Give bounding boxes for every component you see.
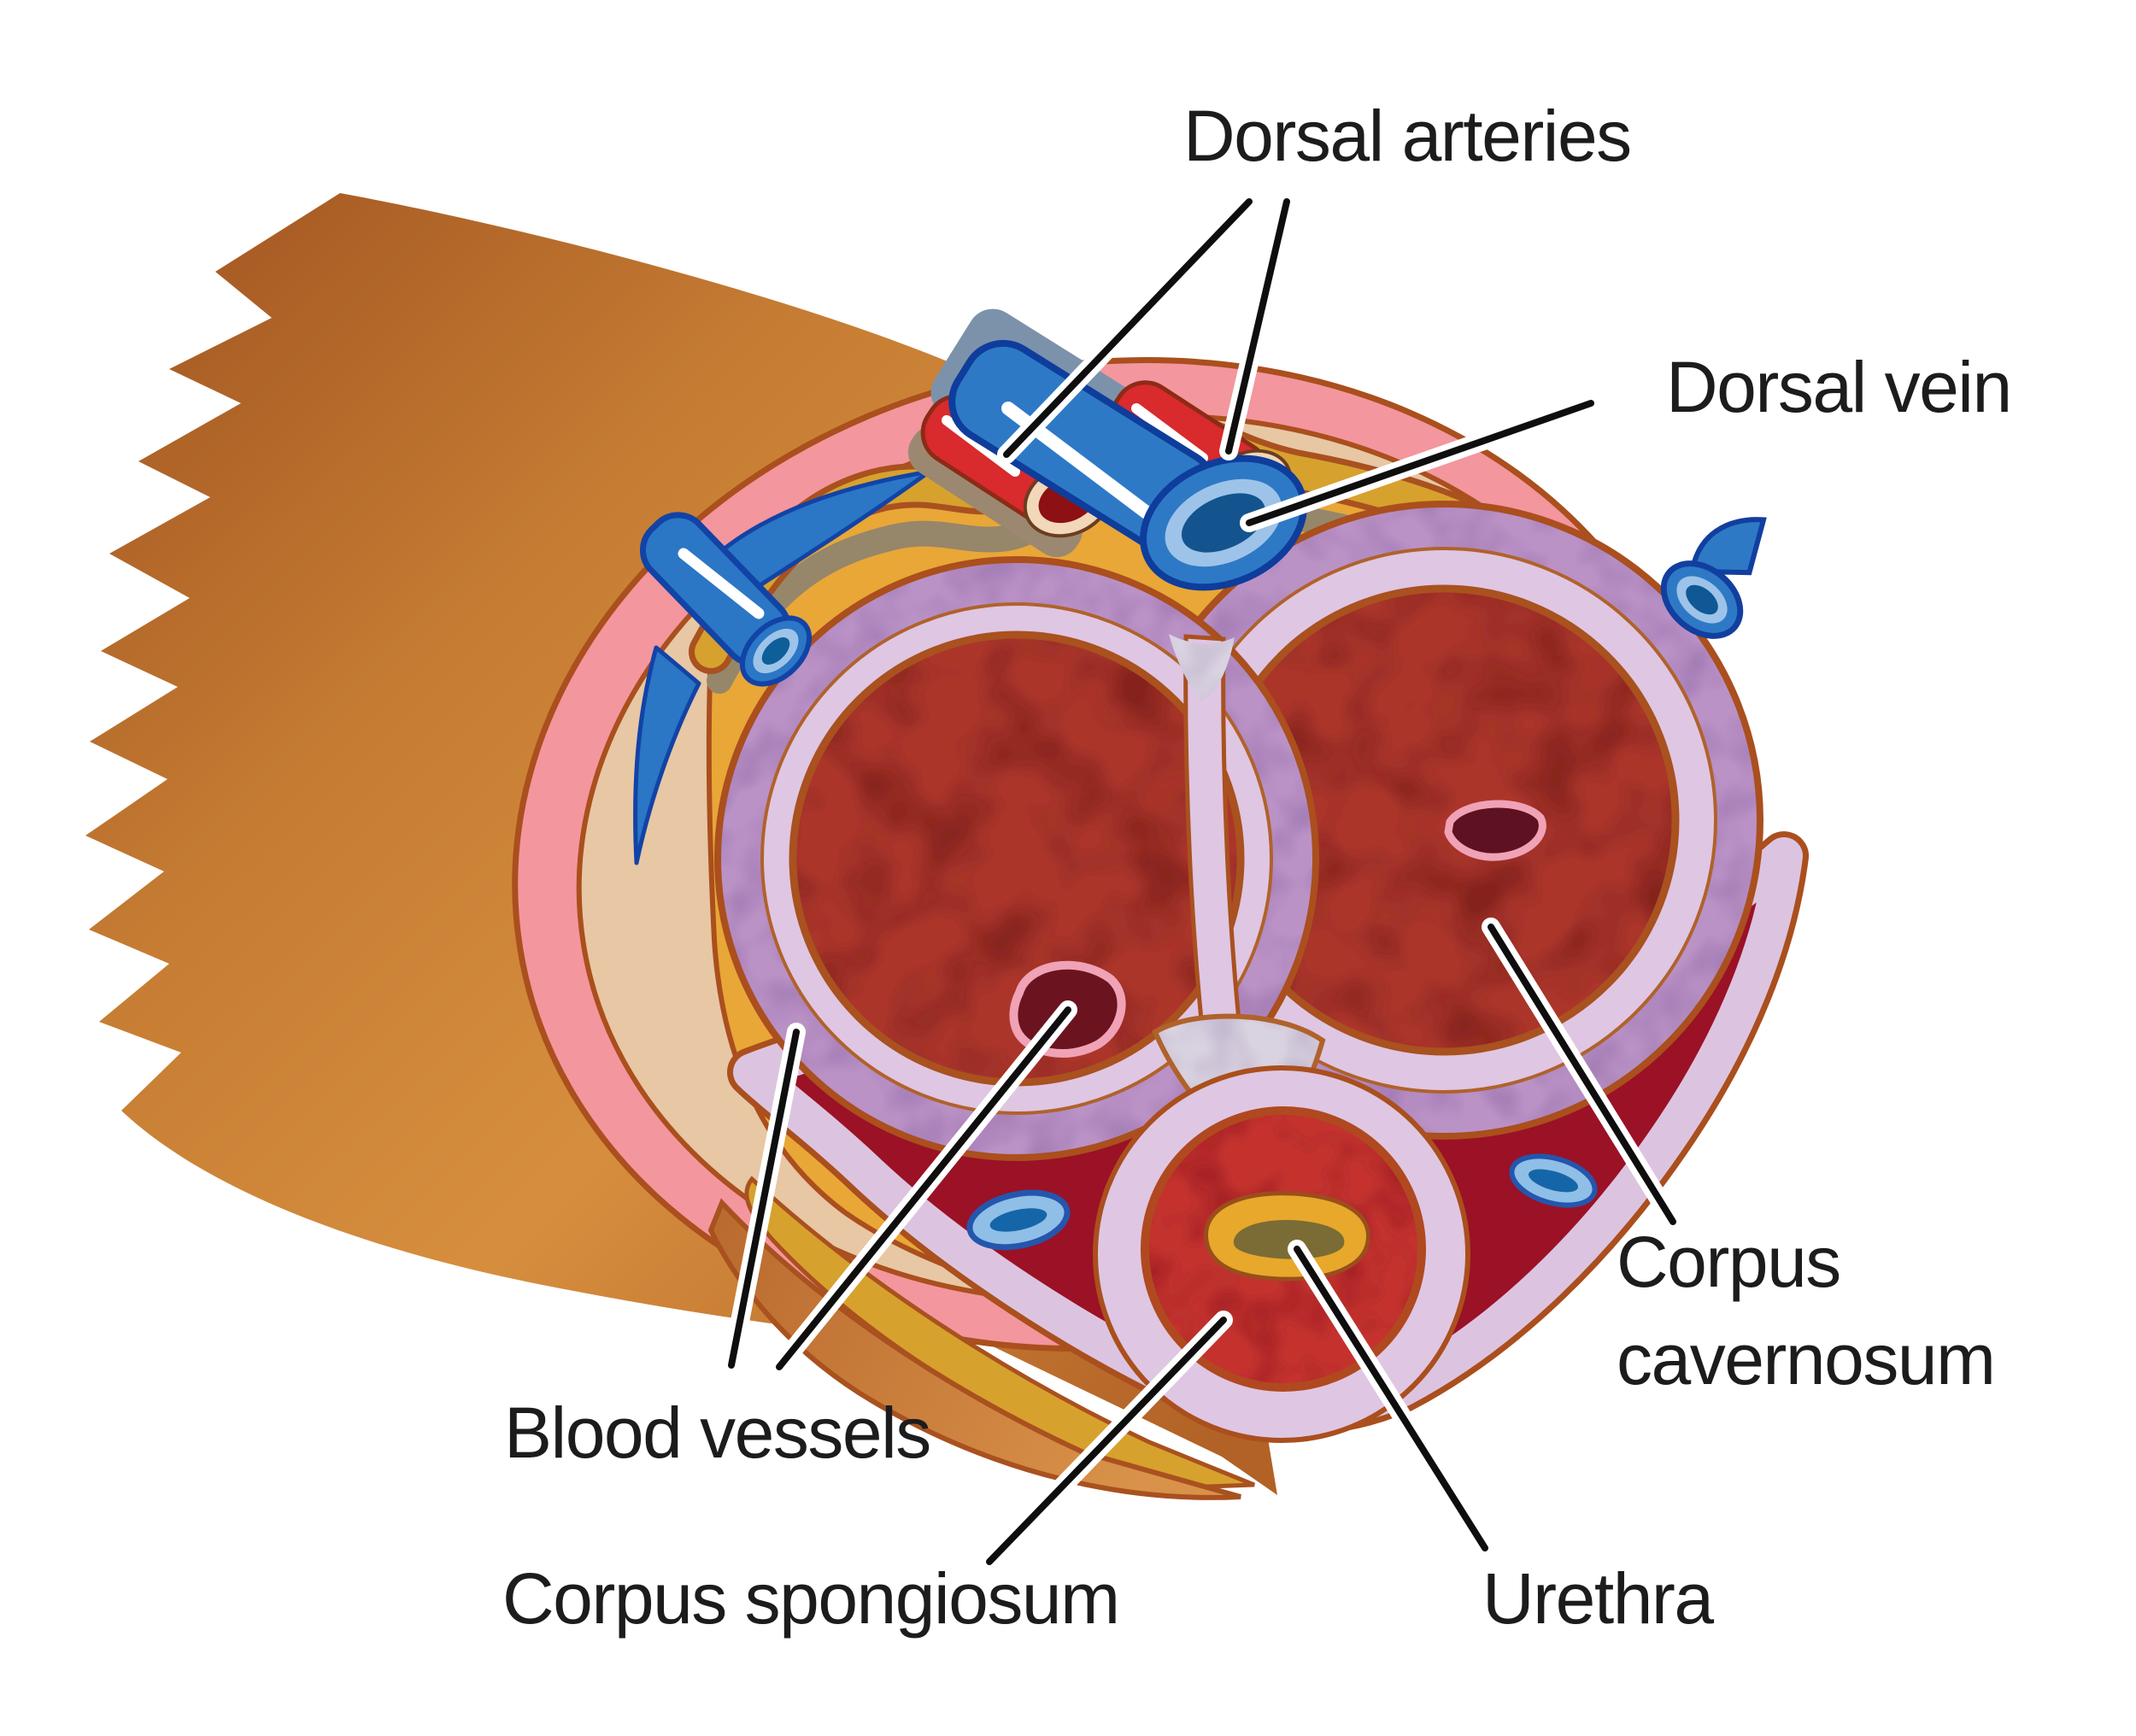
small-vein-left-lumen [989,1208,1047,1232]
small-vein-right-lumen [1529,1169,1578,1193]
label-corpus-spongiosum: Corpus spongiosum [502,1558,1119,1639]
dorsal-vein-cut-lumen [1181,493,1266,553]
branched-vein-highlight [678,548,765,619]
circumflex-vein-lumen [1686,584,1718,615]
leader-blood-vessels-left [728,1029,800,1369]
label-corpus-cavernosum-line2: cavernosum [1617,1319,1995,1399]
label-corpus-cavernosum-line1: Corpus [1617,1222,1840,1302]
branched-vein-cut-lumen [761,637,790,665]
circumflex-vein-right-edge [1660,517,1767,639]
dorsal-artery-right-highlight [1131,403,1208,463]
corpus-cavernosum-left [793,635,1241,1082]
leader-dorsal-artery-right [1225,198,1290,455]
branched-vein-left [633,469,932,865]
small-vein-right [1509,1153,1598,1208]
label-dorsal-vein: Dorsal vein [1666,347,2011,427]
dorsal-vein [948,339,1307,591]
urethra-lumen [1233,1220,1345,1259]
corpus-cavernosum-right [1212,589,1675,1052]
label-blood-vessels: Blood vessels [504,1393,930,1473]
leader-dorsal-artery-left [1003,198,1253,458]
leader-lines [722,192,1682,1571]
branched-vein-branch-down [633,645,701,865]
label-dorsal-arteries: Dorsal arteries [1183,96,1631,176]
leader-corpus-cavernosum [1488,924,1676,1225]
circumflex-vein-tail [1689,517,1767,576]
label-urethra: Urethra [1482,1558,1714,1639]
corpus-spongiosum-outline [1141,1106,1426,1392]
leader-urethra [1294,1246,1488,1551]
cavernosal-vessel-right [1444,800,1546,861]
small-vein-left [966,1189,1071,1251]
shaft-cut-wedge [707,1198,1241,1500]
tunica-albuginea-left-outline [714,556,1319,1161]
leader-blood-vessels-right [776,1006,1071,1370]
septum-top-notch [1169,634,1235,701]
leader-dorsal-vein [1246,400,1594,526]
leader-corpus-spongiosum [986,1317,1227,1565]
